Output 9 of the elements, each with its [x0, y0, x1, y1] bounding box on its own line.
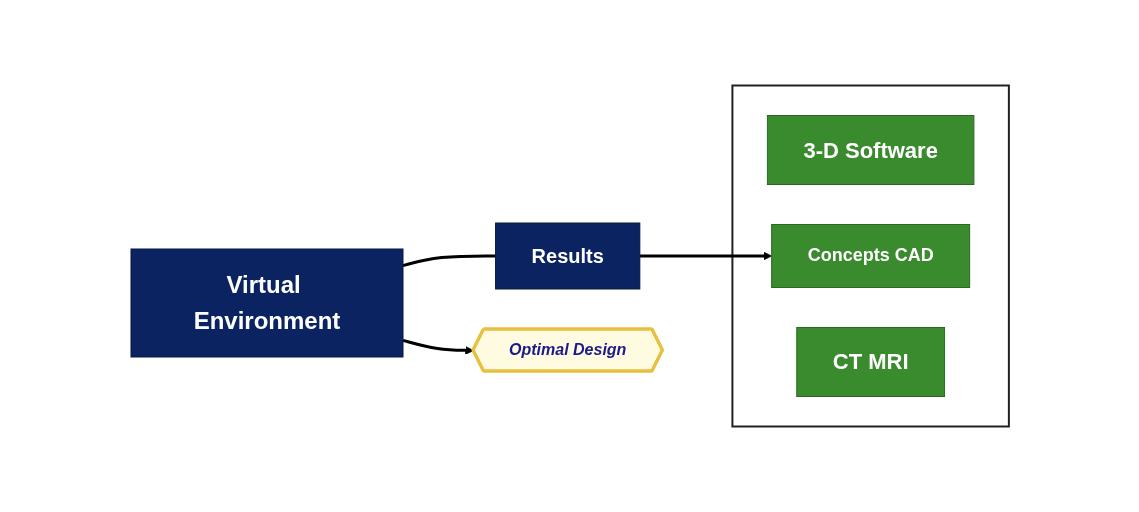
connector — [402, 254, 496, 268]
node-box: CT MRI — [795, 327, 945, 397]
arrow — [402, 338, 474, 355]
node-box: Virtual Environment — [130, 248, 404, 358]
arrow — [639, 251, 772, 261]
node-box: Results — [494, 222, 640, 290]
cluster — [730, 84, 1010, 428]
node-box: 3-D Software — [766, 115, 974, 185]
node-box: Concepts CAD — [770, 224, 970, 288]
